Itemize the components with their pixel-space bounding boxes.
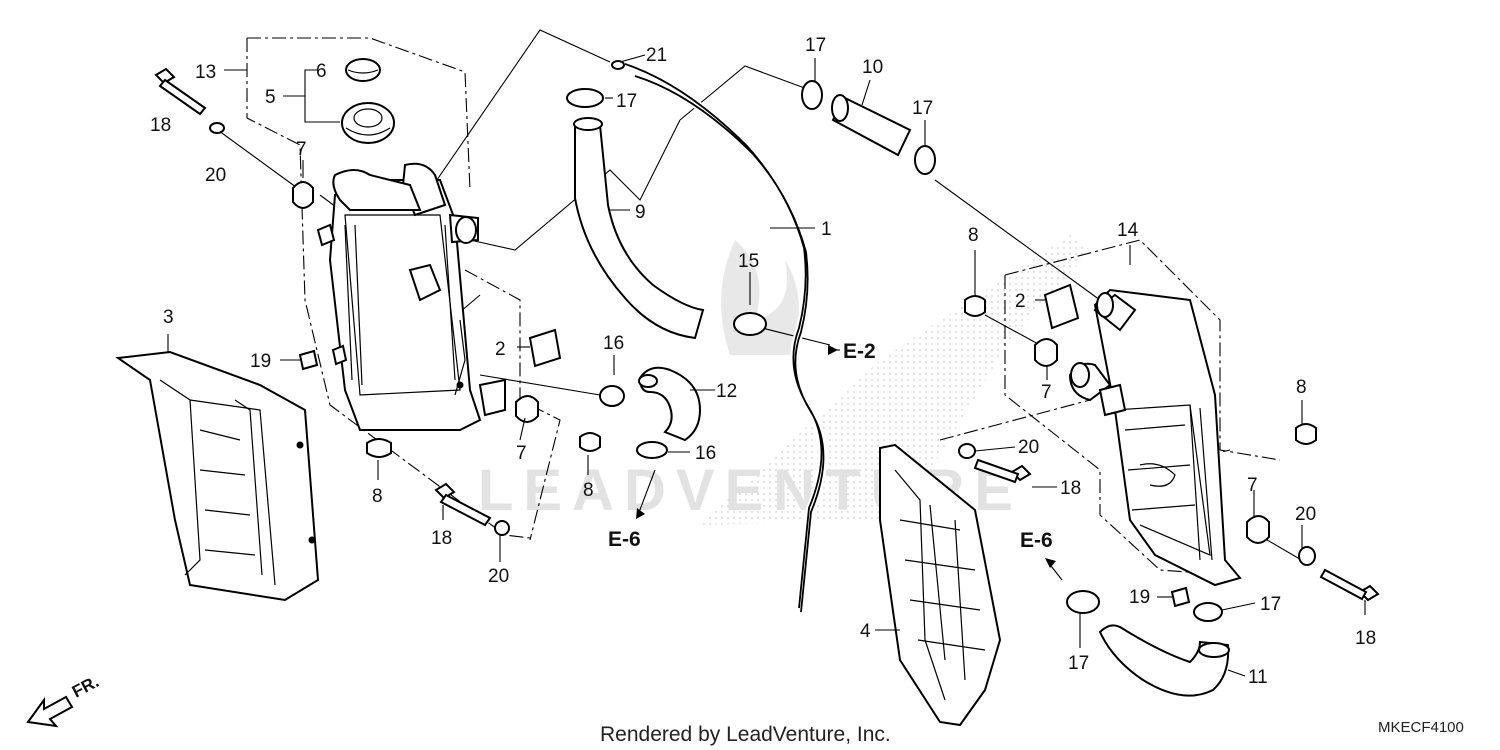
callout-2b: 2 [1015, 291, 1026, 312]
small-clip [611, 60, 625, 70]
callout-4: 4 [860, 621, 871, 642]
callout-7d: 7 [1247, 475, 1258, 496]
callout-21: 21 [646, 45, 667, 66]
collars [366, 295, 1317, 458]
front-arrow-icon [26, 695, 74, 728]
callout-20a: 20 [205, 165, 226, 186]
callout-17a: 17 [616, 91, 637, 112]
reference-e6-left: E-6 [608, 528, 641, 551]
flange-bolt-top-left [154, 67, 207, 116]
callout-15: 15 [738, 251, 759, 272]
callout-7b: 7 [516, 443, 527, 464]
callout-14: 14 [1117, 220, 1139, 241]
callout-18b: 18 [431, 528, 452, 549]
callout-5: 5 [265, 87, 276, 108]
callout-17e: 17 [1068, 653, 1089, 674]
callout-11: 11 [1248, 667, 1268, 688]
left-radiator [316, 162, 506, 431]
callout-18c: 18 [1060, 478, 1081, 499]
washers [209, 122, 1316, 566]
callout-20c: 20 [1018, 437, 1039, 458]
flange-bolt-bottom-left [434, 482, 492, 527]
callout-18d: 18 [1355, 628, 1376, 649]
callout-18a: 18 [150, 115, 171, 136]
callout-8b: 8 [583, 480, 594, 501]
callout-20b: 20 [488, 566, 509, 587]
callout-8c: 8 [968, 225, 979, 246]
clip-nuts [298, 349, 1191, 608]
hose-clamps [566, 80, 1223, 622]
callout-1: 1 [821, 219, 832, 240]
reference-e2: E-2 [843, 340, 876, 363]
watermark: LEADVENTURE [478, 235, 1090, 525]
breather-hose [624, 63, 827, 613]
cap-seal [345, 58, 381, 82]
callout-20d: 20 [1295, 504, 1316, 525]
reference-labels: E-2 E-6 E-6 [608, 340, 1053, 552]
callout-10: 10 [862, 57, 883, 78]
reference-e6-right: E-6 [1020, 529, 1053, 552]
callout-2a: 2 [495, 339, 506, 360]
footer-credit: Rendered by LeadVenture, Inc. [600, 723, 891, 746]
rubber-blocks [528, 283, 1080, 368]
callout-7c: 7 [1041, 382, 1052, 403]
callout-13: 13 [195, 62, 216, 83]
right-radiator-shroud [879, 443, 1002, 727]
upper-radiator-hose [573, 117, 705, 340]
flange-bolt-bottom-right [1319, 568, 1380, 602]
callout-leaders [167, 54, 1366, 677]
callout-16b: 16 [695, 443, 716, 464]
callout-9: 9 [635, 202, 646, 223]
callout-12: 12 [716, 381, 737, 402]
reference-arrows [636, 345, 1056, 568]
callout-19a: 19 [250, 351, 271, 372]
callout-7a: 7 [296, 139, 307, 160]
callout-6: 6 [316, 61, 327, 82]
callout-17b: 17 [805, 35, 826, 56]
lower-radiator-hose [1098, 624, 1230, 697]
callout-3: 3 [163, 307, 174, 328]
left-radiator-shroud [115, 350, 320, 602]
joint-hose [831, 94, 912, 157]
radiator-cap-assembly [341, 102, 395, 144]
grommets [292, 181, 1270, 544]
right-radiator [1068, 288, 1242, 587]
front-direction-indicator: FR. [26, 672, 102, 728]
flange-bolt-mid-right [973, 458, 1032, 484]
callout-17d: 17 [1260, 594, 1281, 615]
diagram-code: MKECF4100 [1378, 719, 1464, 736]
callout-numbers: 13 6 5 18 7 20 3 19 21 17 17 10 17 9 1 1… [150, 35, 1376, 688]
water-hose [638, 366, 702, 442]
callout-8a: 8 [372, 486, 383, 507]
callout-8d: 8 [1296, 377, 1307, 398]
callout-17c: 17 [912, 98, 933, 119]
callout-19b: 19 [1129, 587, 1150, 608]
callout-16a: 16 [603, 333, 624, 354]
front-label: FR. [69, 672, 102, 702]
